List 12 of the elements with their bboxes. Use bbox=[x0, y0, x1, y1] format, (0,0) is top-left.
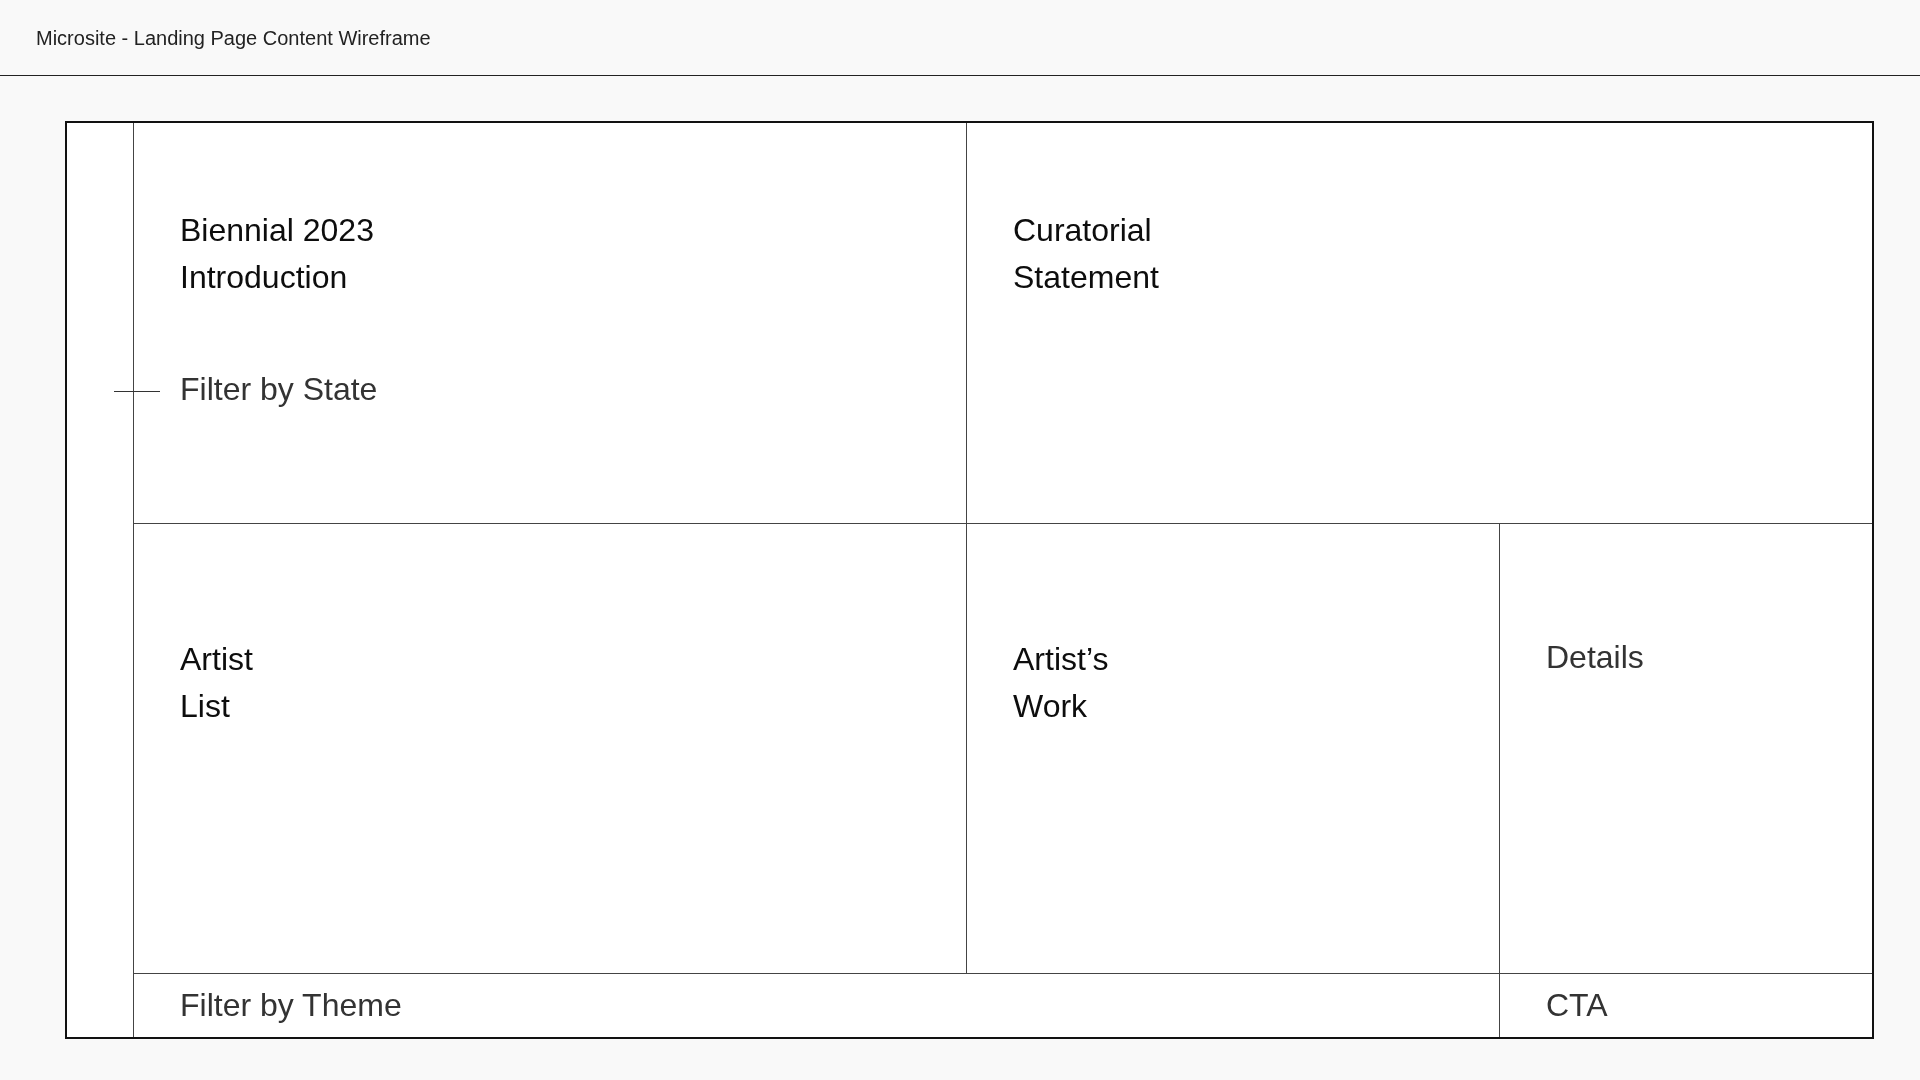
section-title: Filter by Theme bbox=[180, 986, 403, 1025]
section-title: Curatorial Statement bbox=[1013, 211, 1160, 297]
page-title: Microsite - Landing Page Content Wireframe bbox=[36, 26, 431, 50]
section-label: Filter by State bbox=[180, 370, 379, 409]
section-box bbox=[967, 524, 1500, 974]
section-title: Biennial 2023 Introduction bbox=[180, 211, 375, 297]
section-title: Details bbox=[1546, 638, 1645, 677]
section-box bbox=[134, 123, 967, 524]
section-title: Artist’s Work bbox=[1013, 640, 1110, 726]
section-title: Artist List bbox=[180, 640, 254, 726]
section-title: CTA bbox=[1546, 986, 1609, 1025]
section-box bbox=[134, 524, 967, 974]
